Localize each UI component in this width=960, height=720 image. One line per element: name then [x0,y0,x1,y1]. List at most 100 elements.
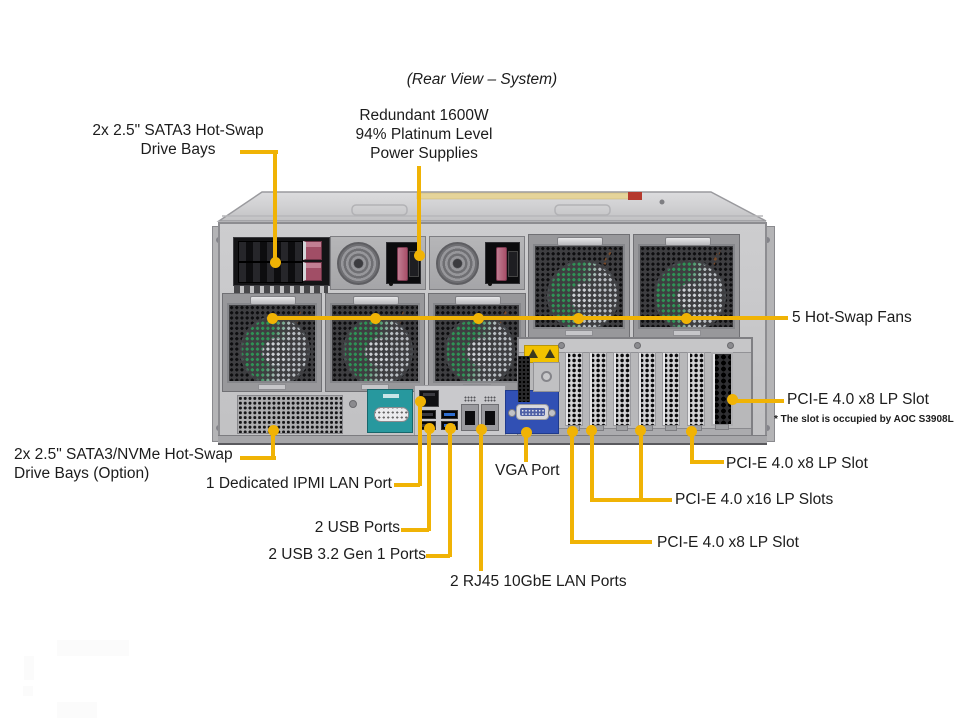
cage-screw [634,342,641,349]
pcie-slot-4 [638,352,656,431]
label-usb-ports: 2 USB Ports [314,519,400,536]
serial-port-module [367,389,413,433]
lid-screw [659,199,665,205]
callout-lan-line [479,427,483,571]
callout-pcie-x8-mid-line [690,431,694,463]
callout-drive-bays-dot [270,257,281,268]
label-power-supplies: Redundant 1600W 94% Platinum Level Power… [355,107,493,162]
lid-handle-recess [351,204,408,216]
pcie-slot-5 [662,352,680,431]
psu-release-lever [397,247,408,281]
callout-vga-line [524,430,528,462]
callout-pcie-x16-line [590,498,672,502]
usb3-port-1 [441,410,458,419]
page-title: (Rear View – System) [406,71,558,88]
label-lan-ports: 2 RJ45 10GbE LAN Ports [450,573,627,590]
callout-pcie-x16-line [639,430,643,501]
fan-handle [557,237,603,246]
callout-usb3-line [448,426,452,557]
label-occupied-note: * The slot is occupied by AOC S3908L [774,414,954,425]
label-pcie-x16: PCI-E 4.0 x16 LP Slots [675,491,834,508]
callout-nvme-bays-dot [268,425,279,436]
psu-fan-grille [337,242,380,285]
callout-fan-dot [370,313,381,324]
hot-swap-drive-bay-module [233,237,330,286]
vga-port [505,390,559,434]
fan-blade [343,316,413,381]
callout-pcie-x8-bottom-dot [567,426,578,437]
callout-usb3-dot [445,423,456,434]
callout-pcie-x8-mid-line [690,460,724,464]
callout-usb-dot [424,423,435,434]
fan-latch [565,330,593,336]
watermark [57,702,97,718]
label-drive-bays: 2x 2.5" SATA3 Hot-Swap Drive Bays [92,122,264,158]
callout-drive-bays-line [240,150,278,154]
label-vga-port: VGA Port [495,462,560,479]
callout-pcie-x16-dot [586,425,597,436]
fan-latch [672,330,701,336]
cage-screw [727,342,734,349]
label-usb3-ports: 2 USB 3.2 Gen 1 Ports [268,546,426,563]
label-pcie-x8-bottom: PCI-E 4.0 x8 LP Slot [657,534,799,551]
cage-screw [558,342,565,349]
watermark [23,686,33,696]
lid-handle-recess [554,204,611,216]
label-pcie-x8-mid: PCI-E 4.0 x8 LP Slot [726,455,868,472]
drive-latch-2 [303,262,322,281]
callout-psu-dot [414,250,425,261]
callout-fans-line [268,316,788,320]
label-nvme-bays: 2x 2.5" SATA3/NVMe Hot-Swap Drive Bays (… [14,446,233,482]
drive-latch-1 [303,241,322,260]
pcie-slot-2 [589,352,607,431]
cage-vent-strip [518,356,530,402]
power-supply-2 [429,236,525,290]
callout-pcie-x8-bottom-line [570,540,652,544]
callout-usb3-line [426,554,450,558]
callout-fan-dot [681,313,692,324]
serial-connector [374,407,409,422]
chassis-bottom-rail [218,435,767,445]
lan-port-2 [481,404,499,431]
callout-occupied-slot-dot [727,394,738,405]
lid-sticker-strip [416,192,631,200]
fan-handle [455,296,501,305]
callout-nvme-bays-line [271,429,275,459]
lan-icon [464,396,476,402]
fan-module-1 [222,293,322,392]
callout-pcie-x16-line [590,430,594,501]
chassis-top-lid [216,191,767,222]
callout-fan-dot [573,313,584,324]
pcie-slot-6 [687,352,705,431]
callout-fan-dot [473,313,484,324]
lid-red-label [628,192,642,200]
fan-blade [445,316,515,381]
watermark [57,640,129,656]
option-drive-bay-vent [237,395,343,434]
lan-icon [484,396,496,402]
callout-pcie-x16-dot [635,425,646,436]
psu-fan-grille [436,242,479,285]
fan-module-2 [325,293,425,392]
callout-ipmi-line [394,483,420,487]
callout-fan-dot [267,313,278,324]
power-supply-1 [330,236,426,290]
callout-vga-dot [521,427,532,438]
callout-ipmi-line [418,399,422,486]
callout-occupied-slot-line [732,399,784,403]
pcie-slot-7-occupied [711,352,733,430]
psu-release-lever [496,247,507,281]
fan-handle [250,296,296,305]
callout-lan-dot [476,424,487,435]
fan-handle [664,237,711,246]
cage-bottom-rail [518,428,751,437]
callout-nvme-bays-line [240,456,276,460]
watermark [24,656,34,680]
fan-handle [353,296,399,305]
lan-port-1 [461,404,479,431]
callout-usb-line [401,528,429,532]
callout-psu-line [417,166,421,256]
label-ipmi-port: 1 Dedicated IPMI LAN Port [205,475,392,492]
pcie-slot-1 [565,352,583,431]
callout-ipmi-dot [415,396,426,407]
